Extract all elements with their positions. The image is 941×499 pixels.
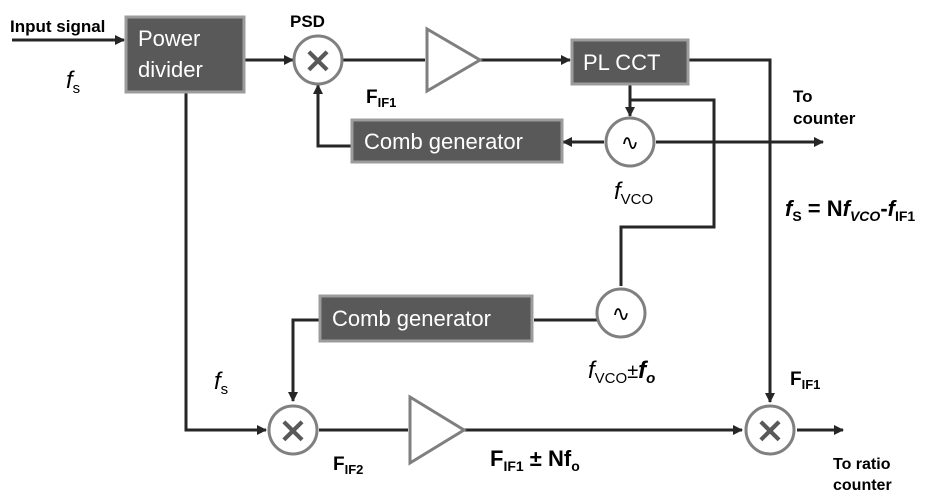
power-divider-label-line2: divider xyxy=(138,57,203,82)
right-mixer-symbol: × xyxy=(755,410,785,451)
psd-mixer-icon: × xyxy=(292,34,344,86)
fif1-right-label: FIF1 xyxy=(790,369,820,392)
wire-plcct-loop-to-vco2 xyxy=(619,98,716,286)
to-ratio-counter-label-line1: To ratio xyxy=(833,456,891,473)
comb-generator-top-block: Comb generator xyxy=(350,118,564,164)
comb-generator-top-label: Comb generator xyxy=(364,129,523,154)
pl-cct-block: PL CCT xyxy=(570,38,690,86)
psd-mixer-symbol: × xyxy=(303,40,333,81)
amplifier-bottom-icon xyxy=(408,394,467,466)
fvco-label: fVCO xyxy=(614,178,653,208)
wire-plcct-to-right-mixer xyxy=(689,58,775,403)
pl-cct-label: PL CCT xyxy=(583,50,660,75)
vco-top-symbol: ∿ xyxy=(621,131,639,156)
to-counter-label-line2: counter xyxy=(793,109,856,128)
comb-generator-bottom-block: Comb generator xyxy=(318,294,534,343)
fs-lower-label: fs xyxy=(214,368,228,398)
power-divider-label-line1: Power xyxy=(138,26,200,51)
input-signal-label: Input signal xyxy=(10,17,105,36)
psd-label: PSD xyxy=(290,12,325,31)
amplifier-top-icon xyxy=(425,26,483,94)
fif1-top-label: FIF1 xyxy=(366,87,396,110)
fvco-pm-fo-label: fVCO±fo xyxy=(588,357,655,387)
connection-wires xyxy=(12,35,844,435)
vco-top-icon: ∿ xyxy=(604,116,656,168)
vco-bottom-symbol: ∿ xyxy=(612,302,630,327)
fif2-label: FIF2 xyxy=(333,454,363,477)
fif1-nfo-label: FIF1 ± Nfo xyxy=(490,446,580,474)
wire-comb-bottom-to-lower-mixer xyxy=(288,318,320,402)
power-divider-block: Power divider xyxy=(124,15,246,94)
wire-divider-to-lower-mixer xyxy=(184,92,267,435)
frequency-formula: fS = NfVCO-fIF1 xyxy=(785,196,915,224)
right-mixer-icon: × xyxy=(744,404,796,456)
lower-mixer-icon: × xyxy=(267,404,319,456)
vco-bottom-icon: ∿ xyxy=(595,287,647,339)
wire-comb-top-to-psd xyxy=(313,84,352,148)
input-freq-label: fs xyxy=(66,67,80,97)
to-counter-label-line1: To xyxy=(793,87,813,106)
to-ratio-counter-label-line2: counter xyxy=(833,477,892,494)
lower-mixer-symbol: × xyxy=(278,410,308,451)
comb-generator-bottom-label: Comb generator xyxy=(332,306,491,331)
